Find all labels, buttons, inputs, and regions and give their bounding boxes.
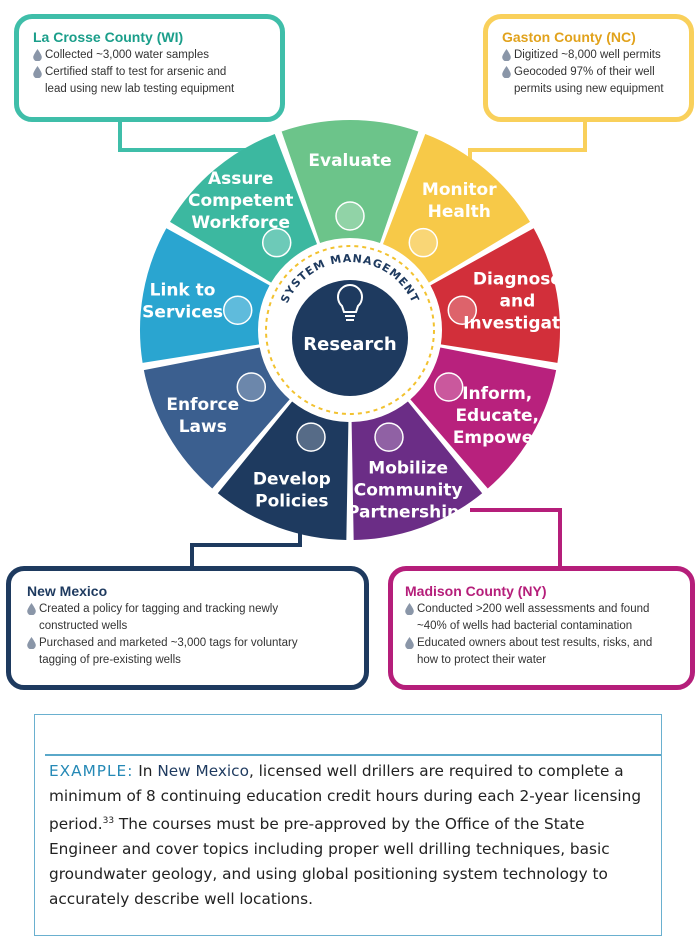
water-drop-icon xyxy=(502,66,511,78)
callout-title: Gaston County (NC) xyxy=(502,29,636,45)
callout-item: Digitized ~8,000 well permits xyxy=(502,47,675,64)
callout-item: permits using new equipment xyxy=(514,83,664,95)
callout-new-mexico: New Mexico Created a policy for tagging … xyxy=(6,566,369,690)
example-divider xyxy=(45,754,661,756)
wheel-segment xyxy=(281,119,419,244)
handshake-icon xyxy=(374,422,404,452)
example-text: EXAMPLE: In New Mexico, licensed well dr… xyxy=(49,759,649,912)
callout-item: lead using new lab testing equipment xyxy=(45,83,235,95)
wheel-segment xyxy=(143,347,290,489)
callout-item: constructed wells xyxy=(39,620,128,632)
callout-item: Conducted >200 well assessments and foun… xyxy=(405,601,678,618)
water-drop-icon xyxy=(502,49,511,61)
callout-madison: Madison County (NY) Conducted >200 well … xyxy=(388,566,695,690)
callout-item: tagging of pre-existing wells xyxy=(39,654,181,666)
wheel-segment xyxy=(217,401,349,540)
wheel-segment xyxy=(351,401,483,540)
water-drop-icon xyxy=(33,66,42,78)
callout-item: how to protect their water xyxy=(417,654,547,666)
callout-item: Certified staff to test for arsenic and xyxy=(33,64,266,81)
example-lead: EXAMPLE: xyxy=(49,762,134,780)
link-icon xyxy=(222,295,253,325)
research-hub xyxy=(292,280,408,396)
water-drop-icon xyxy=(405,637,414,649)
plus-icon xyxy=(408,227,439,258)
callout-gaston: Gaston County (NC) Digitized ~8,000 well… xyxy=(483,14,694,122)
callout-title: Madison County (NY) xyxy=(405,583,547,599)
research-label: Research xyxy=(303,334,397,355)
wheel-segment xyxy=(430,228,560,363)
callout-title: New Mexico xyxy=(27,583,108,599)
lightbulb-icon xyxy=(337,284,363,321)
footnote-marker: 33 xyxy=(102,816,115,826)
wheel-segment-label: Inform,Educate,Empower xyxy=(453,384,542,448)
callout-title: La Crosse County (WI) xyxy=(33,29,184,45)
example-box: EXAMPLE: In New Mexico, licensed well dr… xyxy=(34,714,662,936)
water-drop-icon xyxy=(33,49,42,61)
callout-item: ~40% of wells had bacterial contaminatio… xyxy=(417,620,633,632)
callout-item: Collected ~3,000 water samples xyxy=(33,47,266,64)
wheel-segment xyxy=(140,228,270,363)
callout-item: Geocoded 97% of their well xyxy=(502,64,675,81)
example-state: New Mexico xyxy=(157,762,249,780)
wheel-segment xyxy=(410,347,557,489)
callout-la-crosse: La Crosse County (WI) Collected ~3,000 w… xyxy=(14,14,285,122)
scales-icon xyxy=(236,372,267,402)
water-drop-icon xyxy=(405,603,414,615)
water-drop-icon xyxy=(27,603,36,615)
wheel-segment xyxy=(169,133,318,283)
center-dashed-ring xyxy=(265,245,435,415)
callout-item: Educated owners about test results, risk… xyxy=(405,635,678,652)
wheel-segment xyxy=(382,133,531,283)
magnifier-icon xyxy=(447,295,478,325)
wheel-segment-label: Evaluate xyxy=(308,151,391,171)
callout-item: Created a policy for tagging and trackin… xyxy=(27,601,348,618)
chart-icon xyxy=(335,201,365,231)
callout-item: Purchased and marketed ~3,000 tags for v… xyxy=(27,635,348,652)
example-text-part: , licensed well drillers are required to… xyxy=(49,762,642,834)
example-text-part: In xyxy=(133,762,158,780)
people-icon xyxy=(261,227,292,258)
example-text-part: The courses must be pre-approved by the … xyxy=(49,815,610,909)
water-drop-icon xyxy=(27,637,36,649)
scroll-icon xyxy=(296,422,326,452)
info-icon xyxy=(433,372,464,402)
